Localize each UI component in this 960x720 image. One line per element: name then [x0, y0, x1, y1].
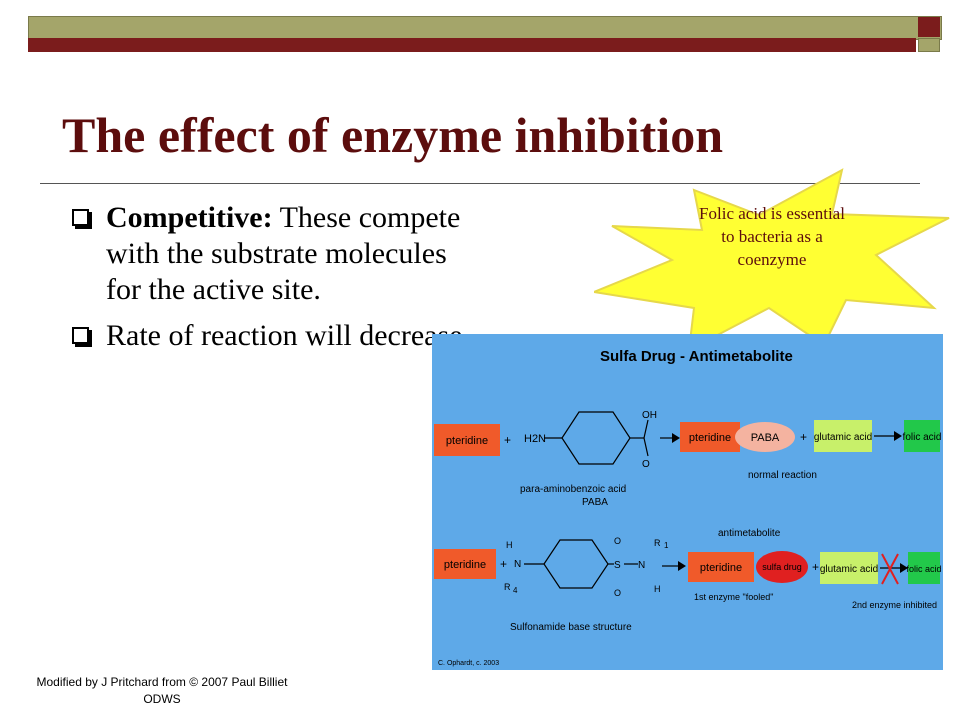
- sulfa-drug-label: sulfa drug: [762, 562, 802, 572]
- glutamic-acid-box: [820, 552, 878, 584]
- enzyme1-label: 1st enzyme "fooled": [694, 592, 773, 602]
- nitrogen-label-2: N: [638, 560, 645, 571]
- arrow-head: [672, 433, 680, 443]
- paba-label: PABA: [751, 432, 780, 444]
- enzyme2-label: 2nd enzyme inhibited: [852, 600, 937, 610]
- hydrogen-label: H: [506, 540, 513, 550]
- pteridine-label: pteridine: [446, 435, 488, 447]
- plus-sign: +: [500, 557, 507, 571]
- top-bar-maroon: [28, 38, 916, 52]
- slide-title: The effect of enzyme inhibition: [62, 107, 724, 163]
- footer-line-2: ODWS: [143, 692, 181, 706]
- plus-sign: +: [504, 433, 511, 447]
- pteridine-box: [434, 549, 496, 579]
- top-bar-olive: [28, 16, 942, 40]
- callout-text: Folic acid is essential to bacteria as a…: [699, 204, 845, 269]
- folic-acid-label: folic acid: [906, 564, 941, 574]
- title-divider: [40, 183, 920, 184]
- bond-line: [643, 419, 649, 439]
- pteridine-label: pteridine: [444, 559, 486, 571]
- bond-line: [643, 437, 649, 457]
- product-pteridine-box: [688, 552, 754, 582]
- top-bar-square-maroon: [918, 17, 940, 37]
- folic-acid-label: folic acid: [903, 432, 942, 443]
- bullet-text: These compete with the substrate molecul…: [106, 201, 461, 306]
- inhibited-cross-icon: [881, 553, 899, 585]
- top-bar-square-olive: [918, 38, 940, 52]
- bullet-box-icon: [72, 209, 89, 226]
- footer-line-1: Modified by J Pritchard from © 2007 Paul…: [36, 675, 288, 689]
- normal-reaction-label: normal reaction: [748, 470, 817, 481]
- sulfa-drug-diagram: Sulfa Drug - Antimetabolite pteridine + …: [432, 334, 943, 670]
- sulfa-drug-ellipse: [756, 551, 808, 583]
- plus-sign: +: [800, 430, 807, 444]
- folic-acid-box: [908, 552, 940, 584]
- diagram-credit: C. Ophardt, c. 2003: [438, 660, 499, 667]
- glutamic-acid-box: [814, 420, 872, 452]
- bullet-box-icon: [72, 327, 89, 344]
- glutamic-acid-label: glutamic acid: [814, 432, 872, 443]
- amine-label: H2N: [524, 433, 546, 445]
- folic-acid-box: [904, 420, 940, 452]
- r4-label: R: [504, 582, 511, 592]
- nitrogen-label: N: [514, 559, 521, 570]
- diagram-title: Sulfa Drug - Antimetabolite: [600, 348, 793, 365]
- bullet-competitive: Competitive: These compete with the subs…: [72, 200, 472, 308]
- product-pteridine-label: pteridine: [700, 562, 742, 574]
- plus-sign: +: [812, 560, 819, 574]
- r4-subscript: 4: [513, 586, 518, 595]
- paba-full-label: para-aminobenzoic acid: [520, 484, 626, 495]
- arrow-head: [894, 431, 902, 441]
- antimetabolite-label: antimetabolite: [718, 528, 781, 539]
- paba-ellipse: [735, 422, 795, 452]
- oxygen-label: O: [642, 459, 650, 470]
- hydrogen-label-2: H: [654, 584, 661, 594]
- bullet-list: Competitive: These compete with the subs…: [72, 200, 472, 364]
- glutamic-acid-label: glutamic acid: [820, 564, 878, 575]
- bullet-rate: Rate of reaction will decrease: [72, 318, 472, 354]
- bullet-lead: Competitive:: [106, 201, 273, 234]
- r1-label: R: [654, 538, 661, 548]
- diagram-background: [432, 334, 943, 670]
- sulfonamide-label: Sulfonamide base structure: [510, 622, 632, 633]
- bullet-text: Rate of reaction will decrease: [106, 319, 463, 352]
- product-pteridine-label: pteridine: [689, 432, 731, 444]
- slide-footer: Modified by J Pritchard from © 2007 Paul…: [12, 674, 312, 708]
- pteridine-box: [434, 424, 500, 456]
- product-pteridine-box: [680, 422, 740, 452]
- sulfur-label: S: [614, 560, 621, 571]
- arrow-head: [678, 561, 686, 571]
- paba-abbrev-label: PABA: [582, 497, 608, 508]
- r1-subscript: 1: [664, 541, 669, 550]
- oxygen-bottom-label: O: [614, 588, 621, 598]
- arrow-head: [900, 563, 908, 573]
- oxygen-top-label: O: [614, 536, 621, 546]
- carboxyl-label: OH: [642, 410, 657, 421]
